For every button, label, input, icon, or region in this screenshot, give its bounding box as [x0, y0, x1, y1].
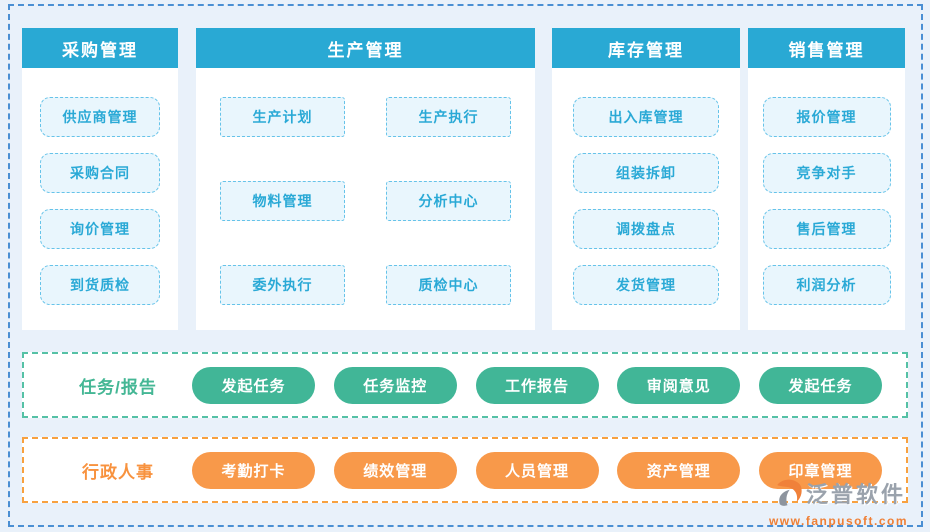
- sales-item-after-sales[interactable]: 售后管理: [762, 209, 891, 249]
- fanpu-logo-row: 泛普软件: [771, 477, 906, 512]
- column-sales: 销售管理 报价管理 竞争对手 售后管理 利润分析: [748, 28, 905, 330]
- hr-admin-label: 行政人事: [82, 462, 154, 482]
- hr-admin-band: 行政人事 考勤打卡 绩效管理 人员管理 资产管理 印章管理: [22, 437, 908, 503]
- procurement-item-arrival-qc[interactable]: 到货质检: [40, 265, 160, 305]
- task-report-label: 任务/报告: [79, 377, 157, 397]
- fanpu-watermark: 泛普软件 www.fanpusoft.com: [769, 477, 908, 528]
- hr-button-assets[interactable]: 资产管理: [617, 451, 741, 489]
- task-button-task-monitor[interactable]: 任务监控: [333, 366, 457, 404]
- inventory-header: 库存管理: [552, 28, 740, 68]
- task-button-launch-task-2[interactable]: 发起任务: [759, 366, 882, 404]
- sales-header: 销售管理: [748, 28, 905, 68]
- production-header: 生产管理: [196, 28, 535, 68]
- fanpu-logo-icon: [771, 477, 803, 512]
- column-procurement: 采购管理 供应商管理 采购合同 询价管理 到货质检: [22, 28, 178, 330]
- sales-body: 报价管理 竞争对手 售后管理 利润分析: [748, 68, 905, 305]
- production-item-plan[interactable]: 生产计划: [220, 97, 345, 137]
- hr-button-seal[interactable]: 印章管理: [759, 451, 882, 489]
- hr-button-performance[interactable]: 绩效管理: [333, 451, 457, 489]
- production-item-analysis[interactable]: 分析中心: [386, 181, 511, 221]
- production-item-qc-center[interactable]: 质检中心: [386, 265, 511, 305]
- task-button-work-report[interactable]: 工作报告: [475, 366, 599, 404]
- inventory-item-shipping[interactable]: 发货管理: [573, 265, 719, 305]
- inventory-body: 出入库管理 组装拆卸 调拨盘点 发货管理: [552, 68, 740, 305]
- production-item-material[interactable]: 物料管理: [220, 181, 345, 221]
- procurement-header: 采购管理: [22, 28, 178, 68]
- column-inventory: 库存管理 出入库管理 组装拆卸 调拨盘点 发货管理: [552, 28, 740, 330]
- inventory-item-in-out[interactable]: 出入库管理: [573, 97, 719, 137]
- production-item-execution[interactable]: 生产执行: [386, 97, 511, 137]
- sales-item-quotation[interactable]: 报价管理: [762, 97, 891, 137]
- production-body: 生产计划 生产执行 物料管理 分析中心 委外执行 质检中心: [196, 68, 535, 305]
- column-production: 生产管理 生产计划 生产执行 物料管理 分析中心 委外执行 质检中心: [196, 28, 535, 330]
- production-row: 物料管理 分析中心: [220, 181, 511, 221]
- procurement-item-supplier[interactable]: 供应商管理: [40, 97, 160, 137]
- sales-item-profit-analysis[interactable]: 利润分析: [762, 265, 891, 305]
- production-row: 委外执行 质检中心: [220, 265, 511, 305]
- fanpu-url-text: www.fanpusoft.com: [768, 514, 908, 528]
- inventory-item-assembly[interactable]: 组装拆卸: [573, 153, 719, 193]
- procurement-item-inquiry[interactable]: 询价管理: [40, 209, 160, 249]
- hr-button-attendance[interactable]: 考勤打卡: [192, 451, 315, 489]
- production-item-outsourcing[interactable]: 委外执行: [220, 265, 345, 305]
- hr-button-personnel[interactable]: 人员管理: [475, 451, 599, 489]
- procurement-body: 供应商管理 采购合同 询价管理 到货质检: [22, 68, 178, 305]
- sales-item-competitor[interactable]: 竞争对手: [762, 153, 891, 193]
- task-button-launch-task[interactable]: 发起任务: [192, 366, 315, 404]
- production-row: 生产计划 生产执行: [220, 97, 511, 137]
- task-report-band: 任务/报告 发起任务 任务监控 工作报告 审阅意见 发起任务: [22, 352, 908, 418]
- fanpu-brand-text: 泛普软件: [805, 481, 906, 507]
- task-report-buttons: 发起任务 任务监控 工作报告 审阅意见 发起任务: [174, 366, 906, 404]
- procurement-item-contract[interactable]: 采购合同: [40, 153, 160, 193]
- task-button-review-opinion[interactable]: 审阅意见: [617, 366, 741, 404]
- hr-admin-buttons: 考勤打卡 绩效管理 人员管理 资产管理 印章管理: [174, 451, 906, 489]
- inventory-item-transfer-count[interactable]: 调拨盘点: [573, 209, 719, 249]
